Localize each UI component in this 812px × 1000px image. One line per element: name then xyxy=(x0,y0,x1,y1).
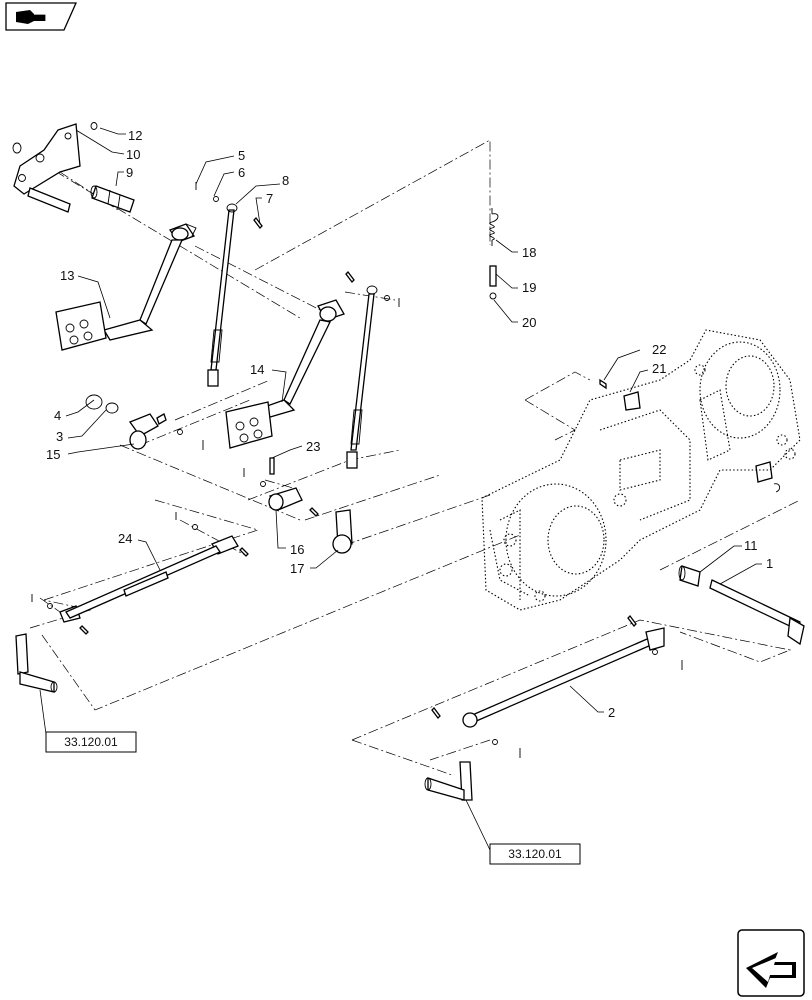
callout-15: 15 xyxy=(46,447,60,462)
callout-23: 23 xyxy=(306,439,320,454)
callout-13: 13 xyxy=(60,268,74,283)
callout-16: 16 xyxy=(290,542,304,557)
leader-lines xyxy=(39,127,762,851)
transmission-housing xyxy=(481,329,801,611)
callout-1: 1 xyxy=(766,556,773,571)
clip-part-20 xyxy=(489,292,497,300)
rod-part-2 xyxy=(462,627,665,728)
callout-10: 10 xyxy=(126,147,140,162)
pin-part-19 xyxy=(489,265,497,287)
callout-21: 21 xyxy=(652,361,666,376)
spring-part-18 xyxy=(489,208,499,246)
construction-lines xyxy=(29,139,801,776)
callout-11: 11 xyxy=(744,538,758,553)
callout-14: 14 xyxy=(250,362,264,377)
callout-labels: 12 10 9 5 6 8 7 13 14 4 3 15 23 16 17 24… xyxy=(46,128,773,720)
callout-9: 9 xyxy=(126,165,133,180)
lever-right xyxy=(424,761,473,801)
callout-7: 7 xyxy=(266,191,273,206)
callout-17: 17 xyxy=(290,561,304,576)
callout-22: 22 xyxy=(652,342,666,357)
pedal-part-13 xyxy=(55,223,197,351)
callout-24: 24 xyxy=(118,531,132,546)
callout-4: 4 xyxy=(54,408,61,423)
callout-19: 19 xyxy=(522,280,536,295)
previous-page-arrow-icon[interactable] xyxy=(5,2,78,31)
reference-box-right[interactable]: 33.120.01 xyxy=(489,843,581,865)
callout-18: 18 xyxy=(522,245,536,260)
callout-20: 20 xyxy=(522,315,536,330)
small-hardware xyxy=(31,182,781,758)
rod-part-24 xyxy=(65,545,221,619)
callout-8: 8 xyxy=(282,173,289,188)
pin-part-9 xyxy=(90,185,135,213)
bracket-part-10 xyxy=(12,122,98,213)
bushing-part-11 xyxy=(678,565,701,587)
next-page-arrow-icon[interactable] xyxy=(737,929,805,997)
lever-left xyxy=(15,633,58,693)
reference-label: 33.120.01 xyxy=(64,735,118,749)
callout-12: 12 xyxy=(128,128,142,143)
shaft-part-1 xyxy=(709,579,805,646)
callout-3: 3 xyxy=(56,429,63,444)
callout-2: 2 xyxy=(608,705,615,720)
reference-box-left[interactable]: 33.120.01 xyxy=(45,731,137,753)
rod-upper-right xyxy=(346,285,378,469)
reference-label: 33.120.01 xyxy=(508,847,562,861)
callout-5: 5 xyxy=(238,148,245,163)
pedal-part-14 xyxy=(225,299,345,449)
rod-part-6 xyxy=(207,203,238,387)
callout-6: 6 xyxy=(238,165,245,180)
